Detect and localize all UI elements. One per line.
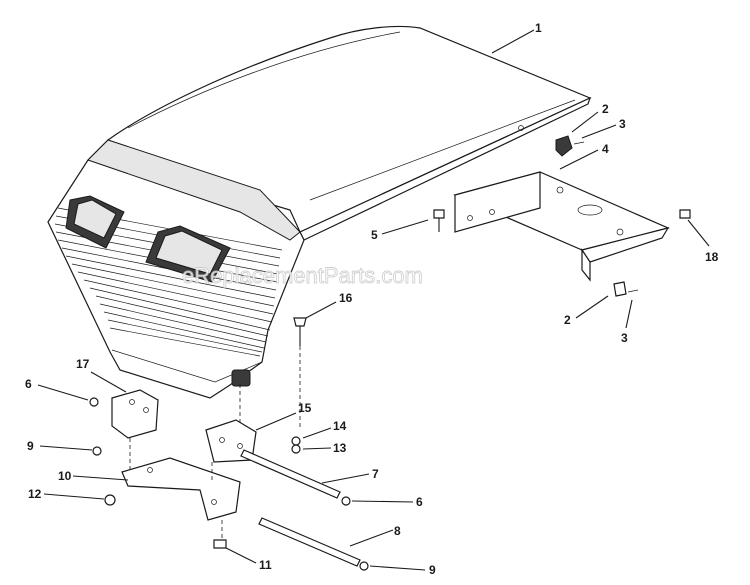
hood-part bbox=[47, 25, 592, 399]
watermark-text: eReplacementParts.com bbox=[182, 263, 423, 288]
callout-17: 17 bbox=[76, 357, 90, 371]
rod-8 bbox=[258, 517, 361, 567]
nut-9a bbox=[92, 446, 102, 456]
callout-3-lower: 3 bbox=[621, 331, 628, 345]
pin-16 bbox=[293, 317, 307, 327]
callout-11: 11 bbox=[259, 558, 272, 572]
latch-clip-lower bbox=[613, 281, 627, 297]
callout-9-right: 9 bbox=[429, 563, 436, 577]
nut-12 bbox=[104, 494, 116, 506]
callout-6-left: 6 bbox=[25, 377, 32, 391]
callout-labels: 1 2 3 4 5 18 2 3 16 17 6 15 14 9 13 10 7… bbox=[25, 21, 719, 577]
callout-18: 18 bbox=[705, 250, 719, 264]
bracket-10 bbox=[121, 457, 241, 521]
nut-6a bbox=[89, 397, 99, 407]
rod-7 bbox=[240, 449, 341, 499]
callout-10: 10 bbox=[58, 469, 72, 483]
callout-8: 8 bbox=[394, 524, 401, 538]
callout-4: 4 bbox=[602, 142, 609, 156]
bolt-5 bbox=[433, 209, 445, 219]
callout-2-upper: 2 bbox=[602, 102, 609, 116]
nut-13 bbox=[291, 444, 301, 454]
nut-14 bbox=[291, 436, 301, 446]
callout-2-lower: 2 bbox=[564, 313, 571, 327]
callout-13: 13 bbox=[333, 441, 347, 455]
leader-lines bbox=[37, 29, 710, 571]
alignment-lines bbox=[129, 346, 301, 540]
callout-12: 12 bbox=[28, 487, 42, 501]
bolt-11 bbox=[213, 539, 227, 549]
callout-9-left: 9 bbox=[27, 439, 34, 453]
nut-6b bbox=[341, 496, 351, 506]
callout-7: 7 bbox=[372, 467, 379, 481]
hood-latch bbox=[231, 369, 251, 387]
callout-5: 5 bbox=[371, 228, 378, 242]
latch-clip-upper bbox=[555, 135, 573, 157]
callout-15: 15 bbox=[298, 401, 312, 415]
callout-6-right: 6 bbox=[416, 495, 423, 509]
nut-9b bbox=[359, 561, 369, 571]
callout-16: 16 bbox=[339, 291, 353, 305]
rear-bracket-part bbox=[453, 171, 670, 282]
bracket-17 bbox=[111, 389, 159, 439]
callout-3-upper: 3 bbox=[619, 117, 626, 131]
callout-1: 1 bbox=[535, 21, 542, 35]
bolt-18 bbox=[679, 209, 691, 219]
nut-upper bbox=[518, 125, 524, 131]
callout-14: 14 bbox=[333, 419, 347, 433]
